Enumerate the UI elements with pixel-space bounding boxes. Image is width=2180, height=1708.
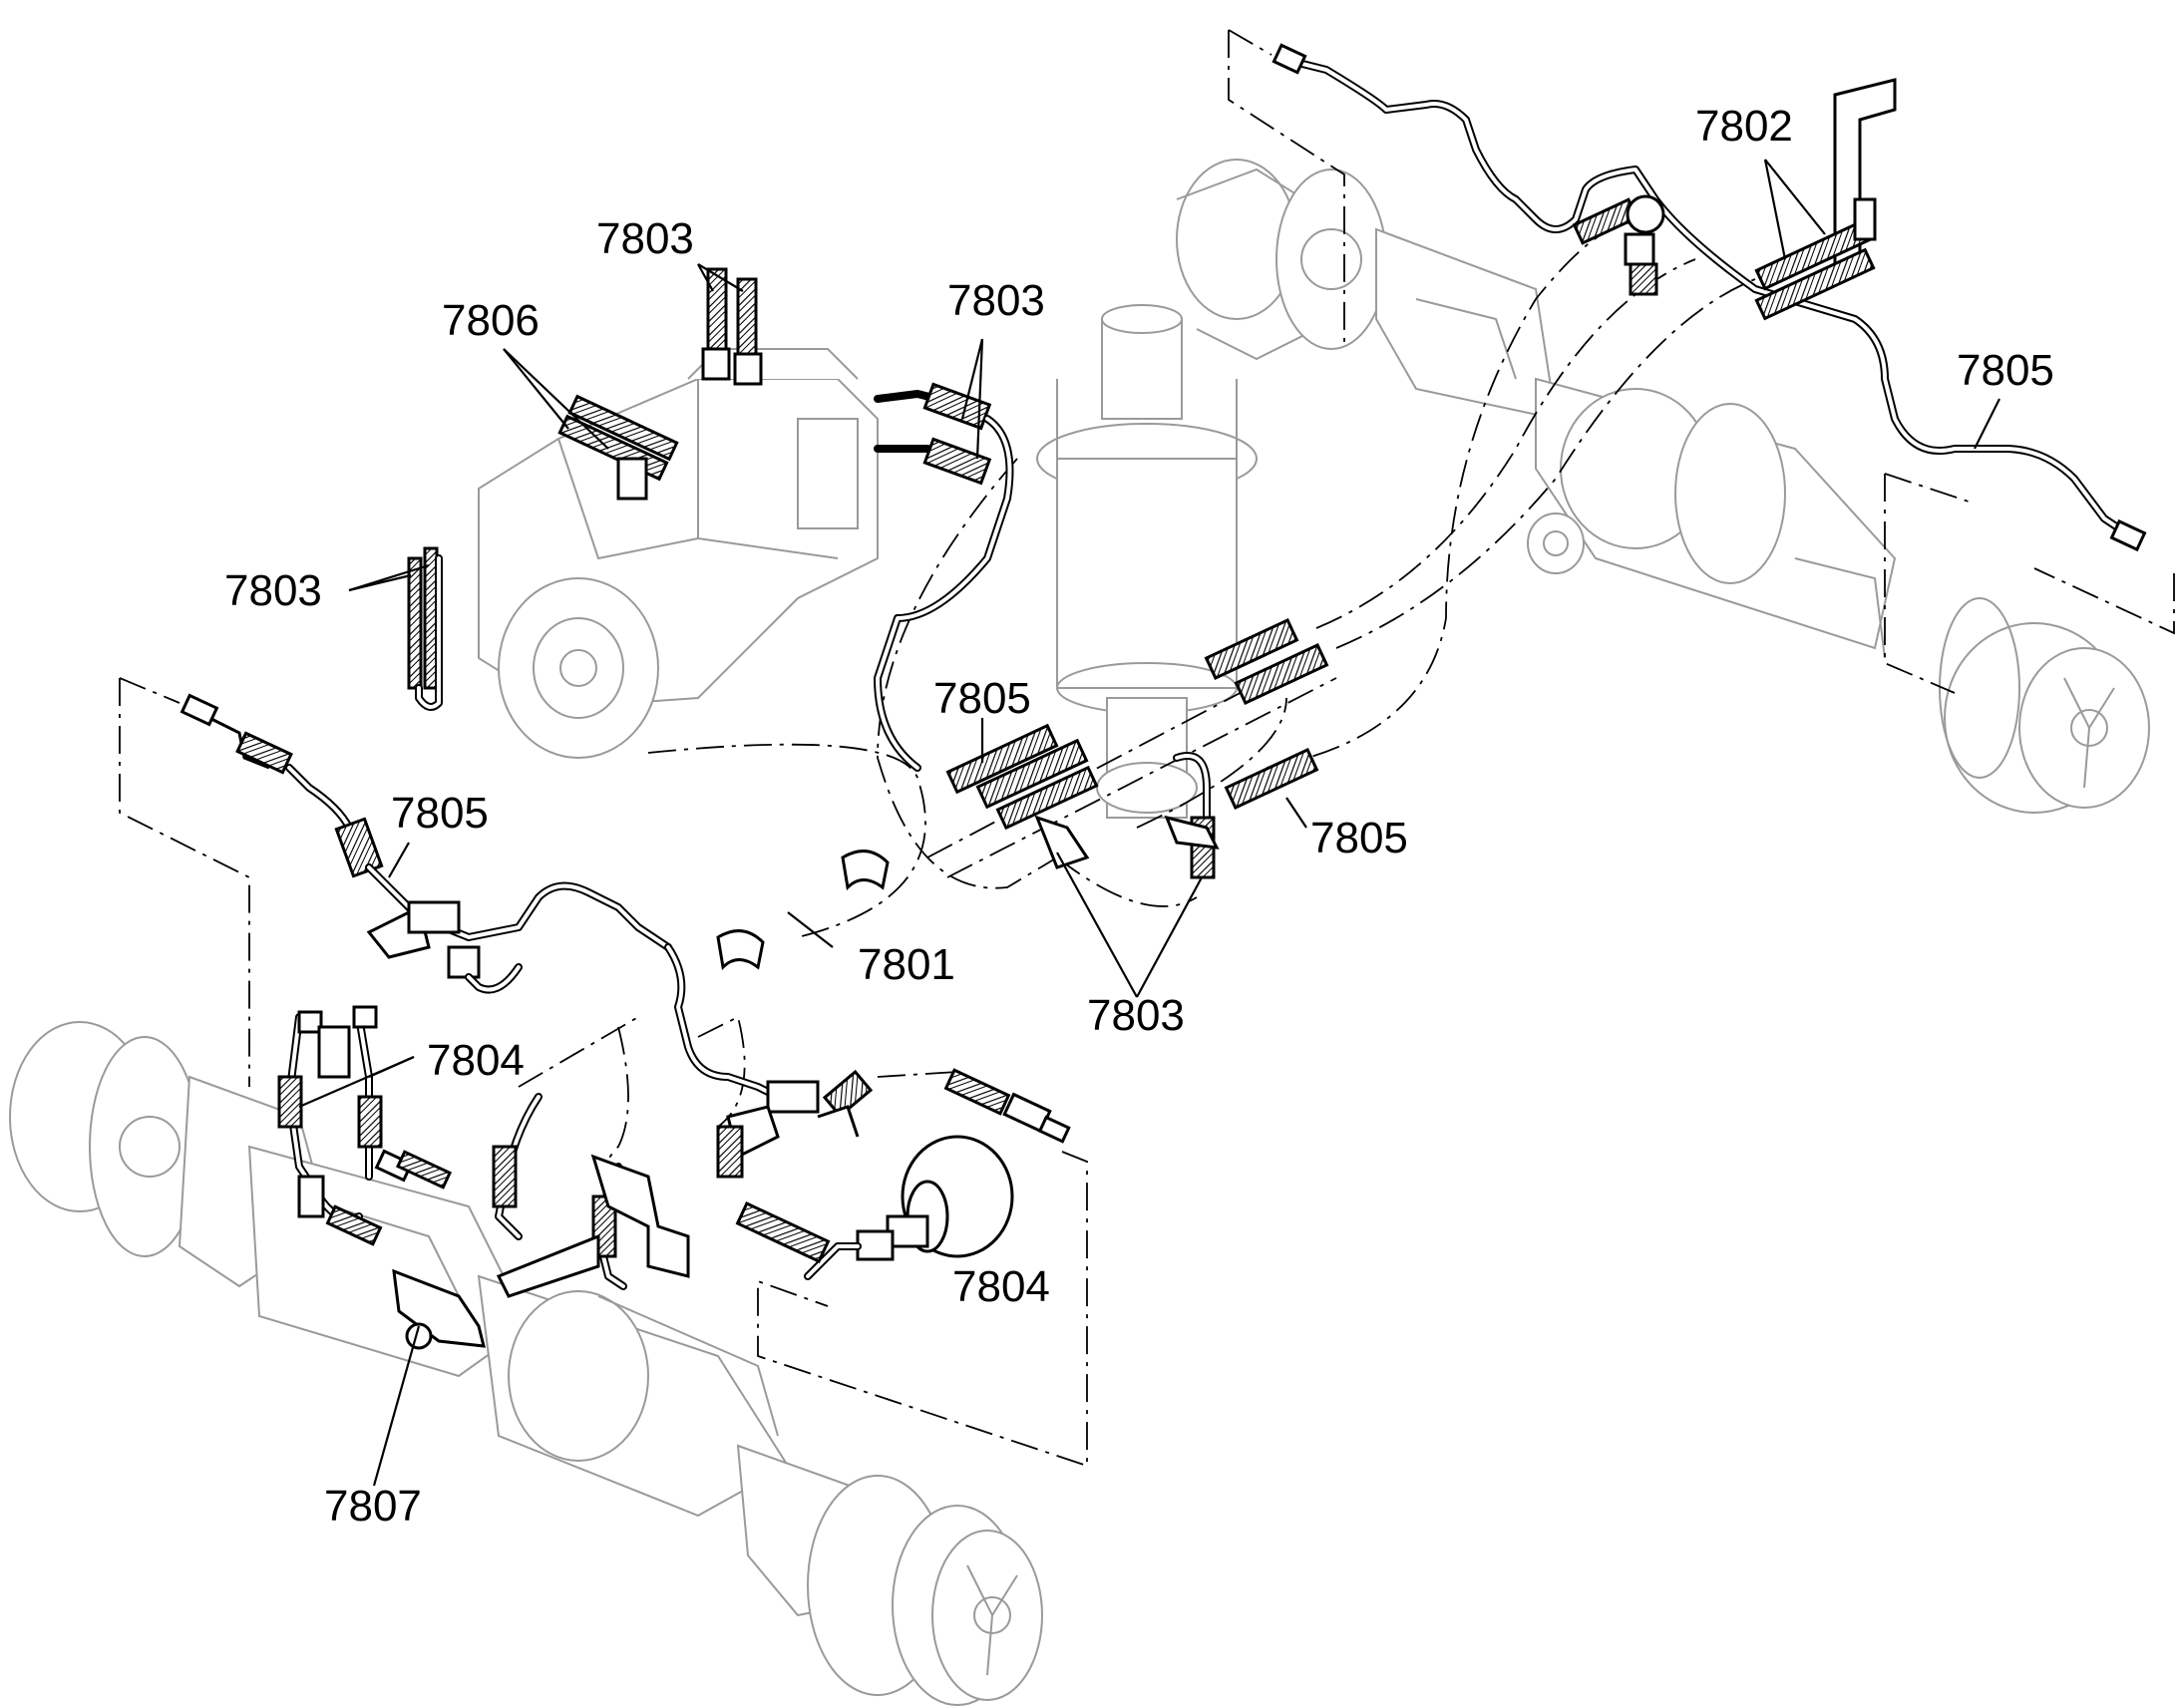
callout-7803-c: 7803	[224, 566, 322, 615]
callout-7803-d: 7803	[1087, 991, 1185, 1040]
callout-7801: 7801	[858, 940, 955, 989]
swivel-hoses	[945, 618, 1329, 879]
callout-7805-b: 7805	[933, 674, 1031, 723]
leader-lines	[298, 159, 2000, 1487]
accumulator	[735, 1135, 1014, 1280]
swivel-unit	[1036, 304, 1258, 819]
callout-labels: 7803 7806 7803 7803 7802 7805 7805 7805 …	[224, 102, 2054, 1531]
clamps	[716, 850, 890, 971]
callout-7805-d: 7805	[1310, 814, 1408, 862]
callout-7803-a: 7803	[596, 214, 694, 263]
callout-7804-b: 7804	[952, 1262, 1050, 1311]
transmission-hoses	[407, 267, 1014, 772]
callout-7806: 7806	[442, 296, 540, 345]
callout-7803-b: 7803	[947, 276, 1045, 325]
callout-7807: 7807	[324, 1482, 422, 1531]
rear-tee-valve	[1572, 194, 1665, 296]
callout-7802: 7802	[1695, 102, 1793, 151]
rear-bracket	[1754, 78, 1897, 321]
transmission	[478, 348, 879, 759]
rear-axle	[1176, 159, 2150, 814]
callout-7805-c: 7805	[391, 789, 489, 838]
brake-pipe-rear	[1272, 43, 2147, 552]
front-pipe-assembly	[180, 693, 1071, 1179]
callout-7804-a: 7804	[427, 1036, 525, 1085]
callout-7805-a: 7805	[1957, 346, 2054, 395]
front-axle-hoses	[277, 1005, 690, 1350]
